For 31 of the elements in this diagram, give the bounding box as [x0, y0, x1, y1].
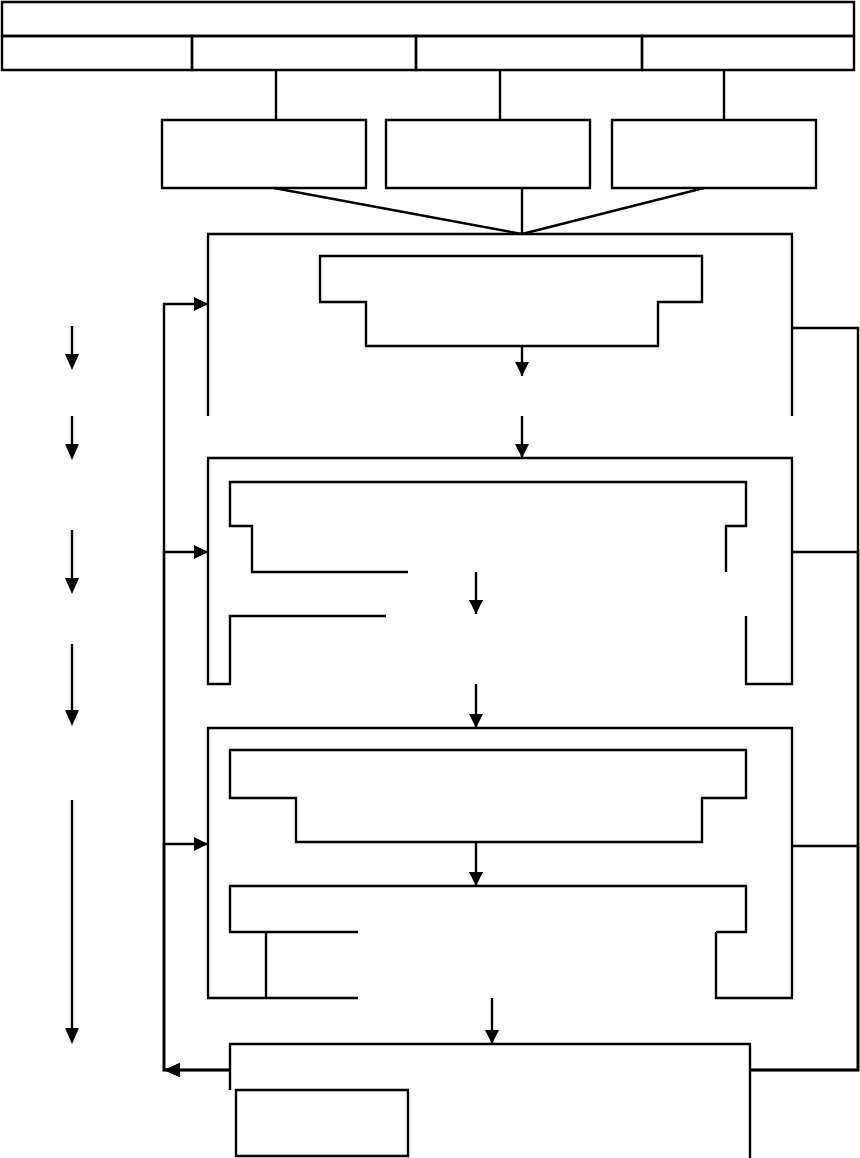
arrow: [515, 416, 529, 458]
header-column: [2, 36, 192, 70]
arrow: [515, 346, 529, 376]
stage-frame: [208, 458, 792, 684]
stepped-box: [230, 750, 746, 842]
connector-line: [750, 844, 860, 1072]
connector-line: [274, 70, 278, 120]
arrow: [469, 684, 483, 728]
connector-line: [273, 186, 523, 236]
process-box: [386, 120, 590, 188]
arrow: [485, 998, 499, 1044]
arrow: [469, 572, 483, 614]
connector-line: [521, 186, 705, 236]
connector-line: [722, 70, 726, 120]
stage-frame: [230, 1044, 750, 1158]
stage-frame: [208, 234, 792, 416]
stepped-box: [230, 482, 746, 572]
header-column: [642, 36, 854, 70]
header-column: [416, 36, 642, 70]
process-box: [162, 120, 366, 188]
small-box: [236, 1090, 408, 1156]
header-column: [192, 36, 416, 70]
stepped-box: [320, 256, 702, 346]
stage-frame: [208, 728, 792, 998]
connector-line: [498, 70, 502, 120]
arrow: [469, 842, 483, 886]
stepped-box: [230, 886, 746, 998]
arrow: [162, 837, 230, 1077]
connector-line: [520, 188, 524, 234]
header-bar: [2, 2, 854, 36]
process-box: [612, 120, 816, 188]
